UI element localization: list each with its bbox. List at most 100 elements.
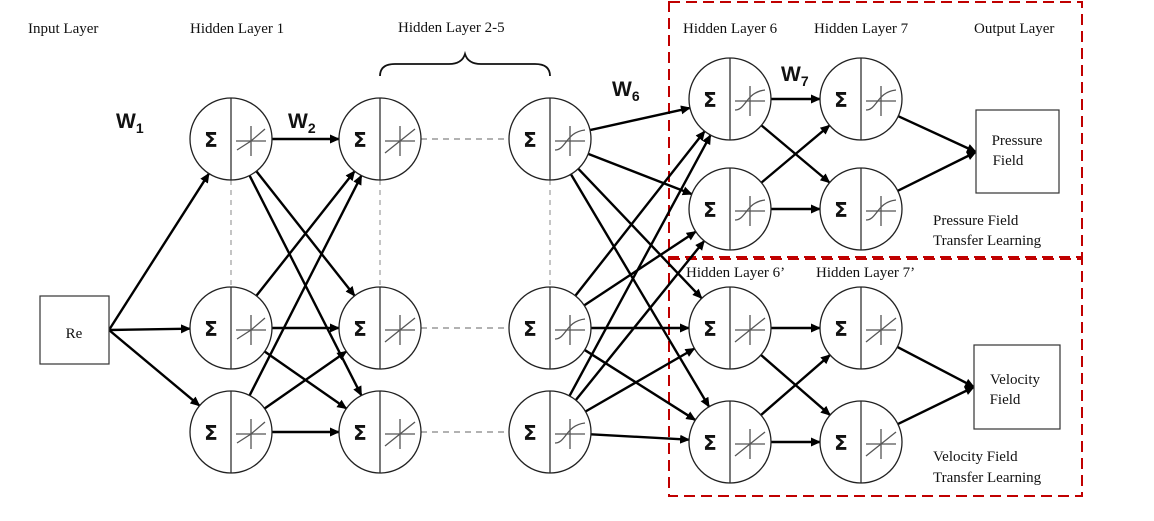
neuron-h2-2: Σ xyxy=(338,286,422,370)
hidden-layer-1-label: Hidden Layer 1 xyxy=(190,21,284,37)
activation-function-icon xyxy=(865,89,897,111)
sigma-symbol: Σ xyxy=(523,128,537,152)
hidden-layer-7-prime-label: Hidden Layer 7’ xyxy=(816,265,915,281)
connection-edge xyxy=(896,345,975,389)
activation-function-icon xyxy=(236,421,266,444)
sigma-symbol: Σ xyxy=(523,421,537,445)
connection-edge xyxy=(583,348,697,422)
activation-function-icon xyxy=(734,317,766,343)
connection-edge xyxy=(583,230,697,307)
layer-skip-dashed-links xyxy=(421,138,509,433)
sigma-symbol: Σ xyxy=(204,421,218,445)
activation-function-icon xyxy=(865,199,897,221)
velocity-transfer-box xyxy=(668,258,1083,497)
activation-function-icon xyxy=(554,129,586,151)
activation-function-icon xyxy=(236,128,266,151)
neuron-h5-3: Σ xyxy=(508,390,592,474)
input-box-label: Re xyxy=(66,326,83,342)
sigma-symbol: Σ xyxy=(834,431,848,455)
connection-edge xyxy=(897,115,977,154)
sigma-symbol: Σ xyxy=(353,421,367,445)
activation-function-icon xyxy=(236,317,266,340)
neuron-h6p-1: Σ xyxy=(688,286,772,370)
neuron-h1-2: Σ xyxy=(189,286,273,370)
input-box xyxy=(39,295,110,365)
neuron-h6-1: Σ xyxy=(688,57,772,141)
weight-w7-label: W7 xyxy=(781,63,809,89)
sigma-symbol: Σ xyxy=(703,317,717,341)
connection-edge xyxy=(569,173,711,408)
column-dotted-links xyxy=(230,180,551,287)
connection-edge xyxy=(568,134,712,397)
neuron-h1-1: Σ xyxy=(189,97,273,181)
sigma-symbol: Σ xyxy=(204,317,218,341)
connection-edge xyxy=(590,433,691,444)
neuron-h7-2: Σ xyxy=(819,167,903,251)
connection-edge xyxy=(108,329,201,407)
pressure-transfer-box xyxy=(668,1,1083,258)
connection-edge xyxy=(263,350,348,410)
activation-function-icon xyxy=(734,431,766,457)
neurons: Σ Σ Σ Σ Σ Σ Σ Σ Σ Σ Σ Σ Σ Σ Σ Σ Σ xyxy=(189,57,903,484)
hidden-layer-7-label: Hidden Layer 7 xyxy=(814,21,909,37)
activation-function-icon xyxy=(734,89,766,111)
sigma-symbol: Σ xyxy=(353,128,367,152)
neuron-h2-1: Σ xyxy=(338,97,422,181)
connection-edge xyxy=(897,150,977,192)
velocity-transfer-label-2: Transfer Learning xyxy=(933,470,1042,486)
activation-function-icon xyxy=(554,318,586,340)
activation-function-icon xyxy=(734,199,766,221)
pressure-field-box xyxy=(975,109,1060,194)
neuron-h7p-2: Σ xyxy=(819,400,903,484)
connection-edge xyxy=(760,354,831,416)
connection-edge xyxy=(248,174,363,396)
hidden-layer-brace xyxy=(379,50,551,77)
sigma-symbol: Σ xyxy=(834,198,848,222)
neuron-h5-2: Σ xyxy=(508,286,592,370)
velocity-field-label-1: Velocity xyxy=(990,372,1040,388)
neuron-h5-1: Σ xyxy=(508,97,592,181)
connection-edge xyxy=(574,130,706,297)
pressure-transfer-label-2: Transfer Learning xyxy=(933,233,1042,249)
hidden-layer-2-5-label: Hidden Layer 2-5 xyxy=(398,20,505,36)
activation-function-icon xyxy=(384,421,416,447)
weight-w1-label: W1 xyxy=(116,110,144,136)
velocity-field-label-2: Field xyxy=(990,392,1021,408)
sigma-symbol: Σ xyxy=(703,198,717,222)
activation-function-icon xyxy=(865,317,897,343)
velocity-transfer-label-1: Velocity Field xyxy=(933,449,1018,465)
sigma-symbol: Σ xyxy=(523,317,537,341)
neuron-h7-1: Σ xyxy=(819,57,903,141)
connection-edge xyxy=(107,172,210,331)
connection-edge xyxy=(584,347,696,413)
network-connections xyxy=(107,94,977,447)
connection-edge xyxy=(255,170,356,297)
activation-function-icon xyxy=(865,431,897,457)
neuron-h2-3: Σ xyxy=(338,390,422,474)
sigma-symbol: Σ xyxy=(703,88,717,112)
connection-edge xyxy=(587,152,693,196)
connection-edge xyxy=(589,105,691,132)
neuron-h1-3: Σ xyxy=(189,390,273,474)
sigma-symbol: Σ xyxy=(204,128,218,152)
pressure-field-label-1: Pressure xyxy=(992,133,1043,149)
connection-edge xyxy=(108,324,192,334)
connection-edge xyxy=(574,240,706,401)
weight-w2-label: W2 xyxy=(288,110,316,136)
activation-function-icon xyxy=(384,317,416,343)
velocity-field-box xyxy=(973,344,1061,430)
pressure-field-label-2: Field xyxy=(993,153,1024,169)
activation-function-icon xyxy=(554,422,586,444)
input-layer-label: Input Layer xyxy=(28,21,98,37)
hidden-layer-6-label: Hidden Layer 6 xyxy=(683,21,778,37)
connection-edge xyxy=(760,124,831,184)
neuron-h6p-2: Σ xyxy=(688,400,772,484)
neuron-h6-2: Σ xyxy=(688,167,772,251)
sigma-symbol: Σ xyxy=(703,431,717,455)
output-layer-label: Output Layer xyxy=(974,21,1054,37)
neuron-h7p-1: Σ xyxy=(819,286,903,370)
sigma-symbol: Σ xyxy=(834,317,848,341)
connection-edge xyxy=(897,385,975,426)
weight-w6-label: W6 xyxy=(612,78,640,104)
